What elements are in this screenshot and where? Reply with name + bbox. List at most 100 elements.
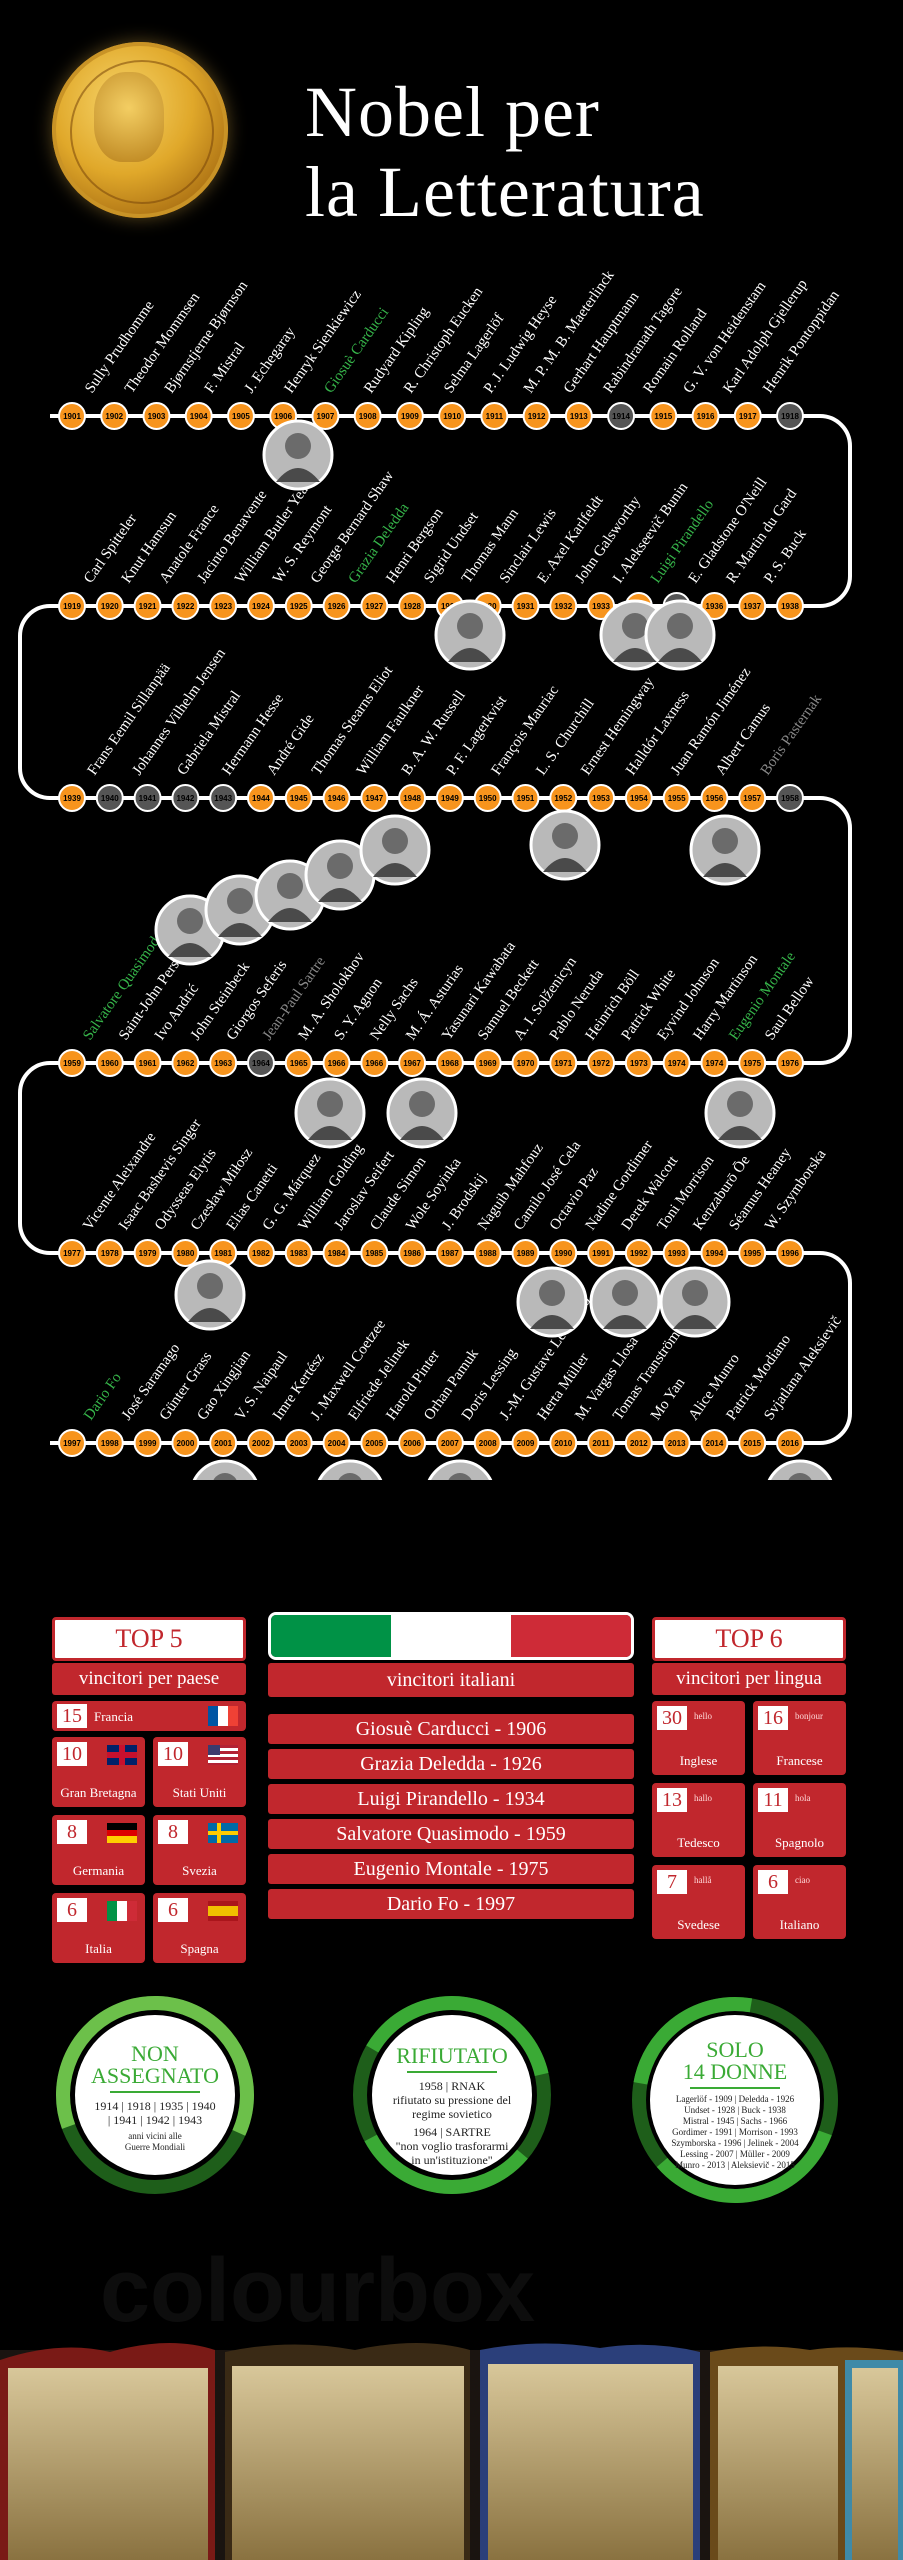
medal-portrait	[94, 72, 164, 162]
year-marker	[438, 402, 467, 430]
year-label: 1946	[328, 794, 346, 803]
portrait-head	[213, 1473, 237, 1480]
country-label: Svezia	[182, 1863, 217, 1878]
year-marker	[322, 1239, 351, 1267]
portrait-head	[712, 828, 738, 854]
medal-rim	[70, 60, 214, 204]
year-label: 2001	[214, 1439, 232, 1448]
year-marker	[226, 402, 255, 430]
year-label: 1907	[317, 412, 335, 421]
year-label: 1922	[176, 602, 194, 611]
year-marker	[353, 402, 382, 430]
country-flag-icon	[107, 1823, 137, 1844]
year-marker	[398, 1239, 427, 1267]
portrait-body	[308, 1126, 352, 1140]
timeline-line	[18, 414, 852, 1445]
year-marker	[142, 402, 171, 430]
portrait-head	[622, 613, 648, 639]
refused-heading: RIFIUTATO	[396, 2043, 508, 2068]
refused-line-6: in un'istituzione"	[411, 2153, 493, 2167]
page-title: Nobel per la Letteratura	[305, 72, 705, 232]
year-label: 1965	[290, 1059, 308, 1068]
year-marker	[691, 402, 720, 430]
portrait-head	[788, 1473, 812, 1480]
laureate-name: Harry Martinson	[690, 951, 761, 1043]
year-label: 1975	[743, 1059, 761, 1068]
year-label: 1989	[517, 1249, 535, 1258]
year-marker	[284, 592, 313, 620]
greeting-word: hello	[694, 1711, 712, 1721]
portrait-body	[188, 1308, 232, 1322]
year-marker	[435, 1049, 464, 1077]
year-label: 1925	[290, 602, 308, 611]
year-label: 2012	[630, 1439, 648, 1448]
year-label: 1940	[101, 794, 119, 803]
portrait-body	[400, 1126, 444, 1140]
portrait-body	[318, 888, 362, 902]
not-assigned-note-2: Guerre Mondiali	[124, 2142, 186, 2152]
laureate-portrait	[317, 1459, 383, 1480]
year-label: 1968	[441, 1059, 459, 1068]
language-count: 13	[657, 1788, 687, 1812]
year-marker	[322, 1049, 351, 1077]
refused-line-2: rifiutato su pressione del	[392, 2093, 512, 2107]
year-label: 1937	[743, 602, 761, 611]
top6-heading: TOP 6	[652, 1617, 846, 1661]
year-marker	[473, 1049, 502, 1077]
year-label: 1999	[139, 1439, 157, 1448]
country-flag-icon	[208, 1706, 238, 1726]
portrait-head	[727, 1091, 753, 1117]
year-marker	[738, 1239, 767, 1267]
country-label: Spagna	[180, 1941, 219, 1956]
year-label: 2003	[290, 1439, 308, 1448]
year-label: 2011	[592, 1439, 610, 1448]
year-label: 2005	[365, 1439, 383, 1448]
year-marker	[322, 592, 351, 620]
year-marker	[473, 1429, 502, 1457]
year-label: 1923	[214, 602, 232, 611]
year-marker	[662, 1429, 691, 1457]
year-marker	[58, 402, 86, 430]
laureate-name: Mo Yan	[648, 1375, 689, 1424]
year-marker	[133, 592, 162, 620]
year-label: 1927	[365, 602, 383, 611]
year-label: 1943	[214, 794, 232, 803]
portrait-head	[327, 853, 353, 879]
refused-line-1: 1958 | RNAK	[418, 2079, 486, 2093]
year-label: 1957	[743, 794, 761, 803]
year-label: 2008	[479, 1439, 497, 1448]
year-label: 2010	[554, 1439, 572, 1448]
year-label: 1985	[365, 1249, 383, 1258]
year-label: 1954	[630, 794, 648, 803]
year-marker	[171, 784, 200, 812]
language-count: 6	[758, 1870, 788, 1894]
year-label: 1913	[570, 412, 588, 421]
year-marker	[395, 402, 424, 430]
laureate-name: Dario Fo	[81, 1370, 125, 1423]
italian-winner-row: Grazia Deledda - 1926	[268, 1749, 634, 1779]
language-label: Inglese	[679, 1753, 718, 1768]
portrait-body	[168, 943, 212, 957]
women-heading-1: SOLO	[706, 2037, 764, 2062]
nobel-medal-image	[52, 42, 228, 218]
year-label: 1926	[328, 602, 346, 611]
year-label: 1928	[403, 602, 421, 611]
year-label: 1936	[706, 602, 724, 611]
laureate-name: Frans Eemil Sillanpää	[85, 660, 174, 778]
year-label: 1939	[63, 794, 81, 803]
women-line-6: Lessing - 2007 | Müller - 2009	[680, 2149, 790, 2159]
year-label: 2000	[176, 1439, 194, 1448]
year-label: 1903	[148, 412, 166, 421]
year-marker	[624, 1429, 653, 1457]
portrait-head	[177, 908, 203, 934]
italian-winner-row: Eugenio Montale - 1975	[268, 1854, 634, 1884]
year-marker	[435, 1429, 464, 1457]
year-marker	[624, 1239, 653, 1267]
year-label: 1981	[214, 1249, 232, 1258]
top5-subheading: vincitori per paese	[52, 1663, 246, 1695]
year-marker	[738, 592, 767, 620]
women-heading-2: 14 DONNE	[682, 2059, 788, 2084]
